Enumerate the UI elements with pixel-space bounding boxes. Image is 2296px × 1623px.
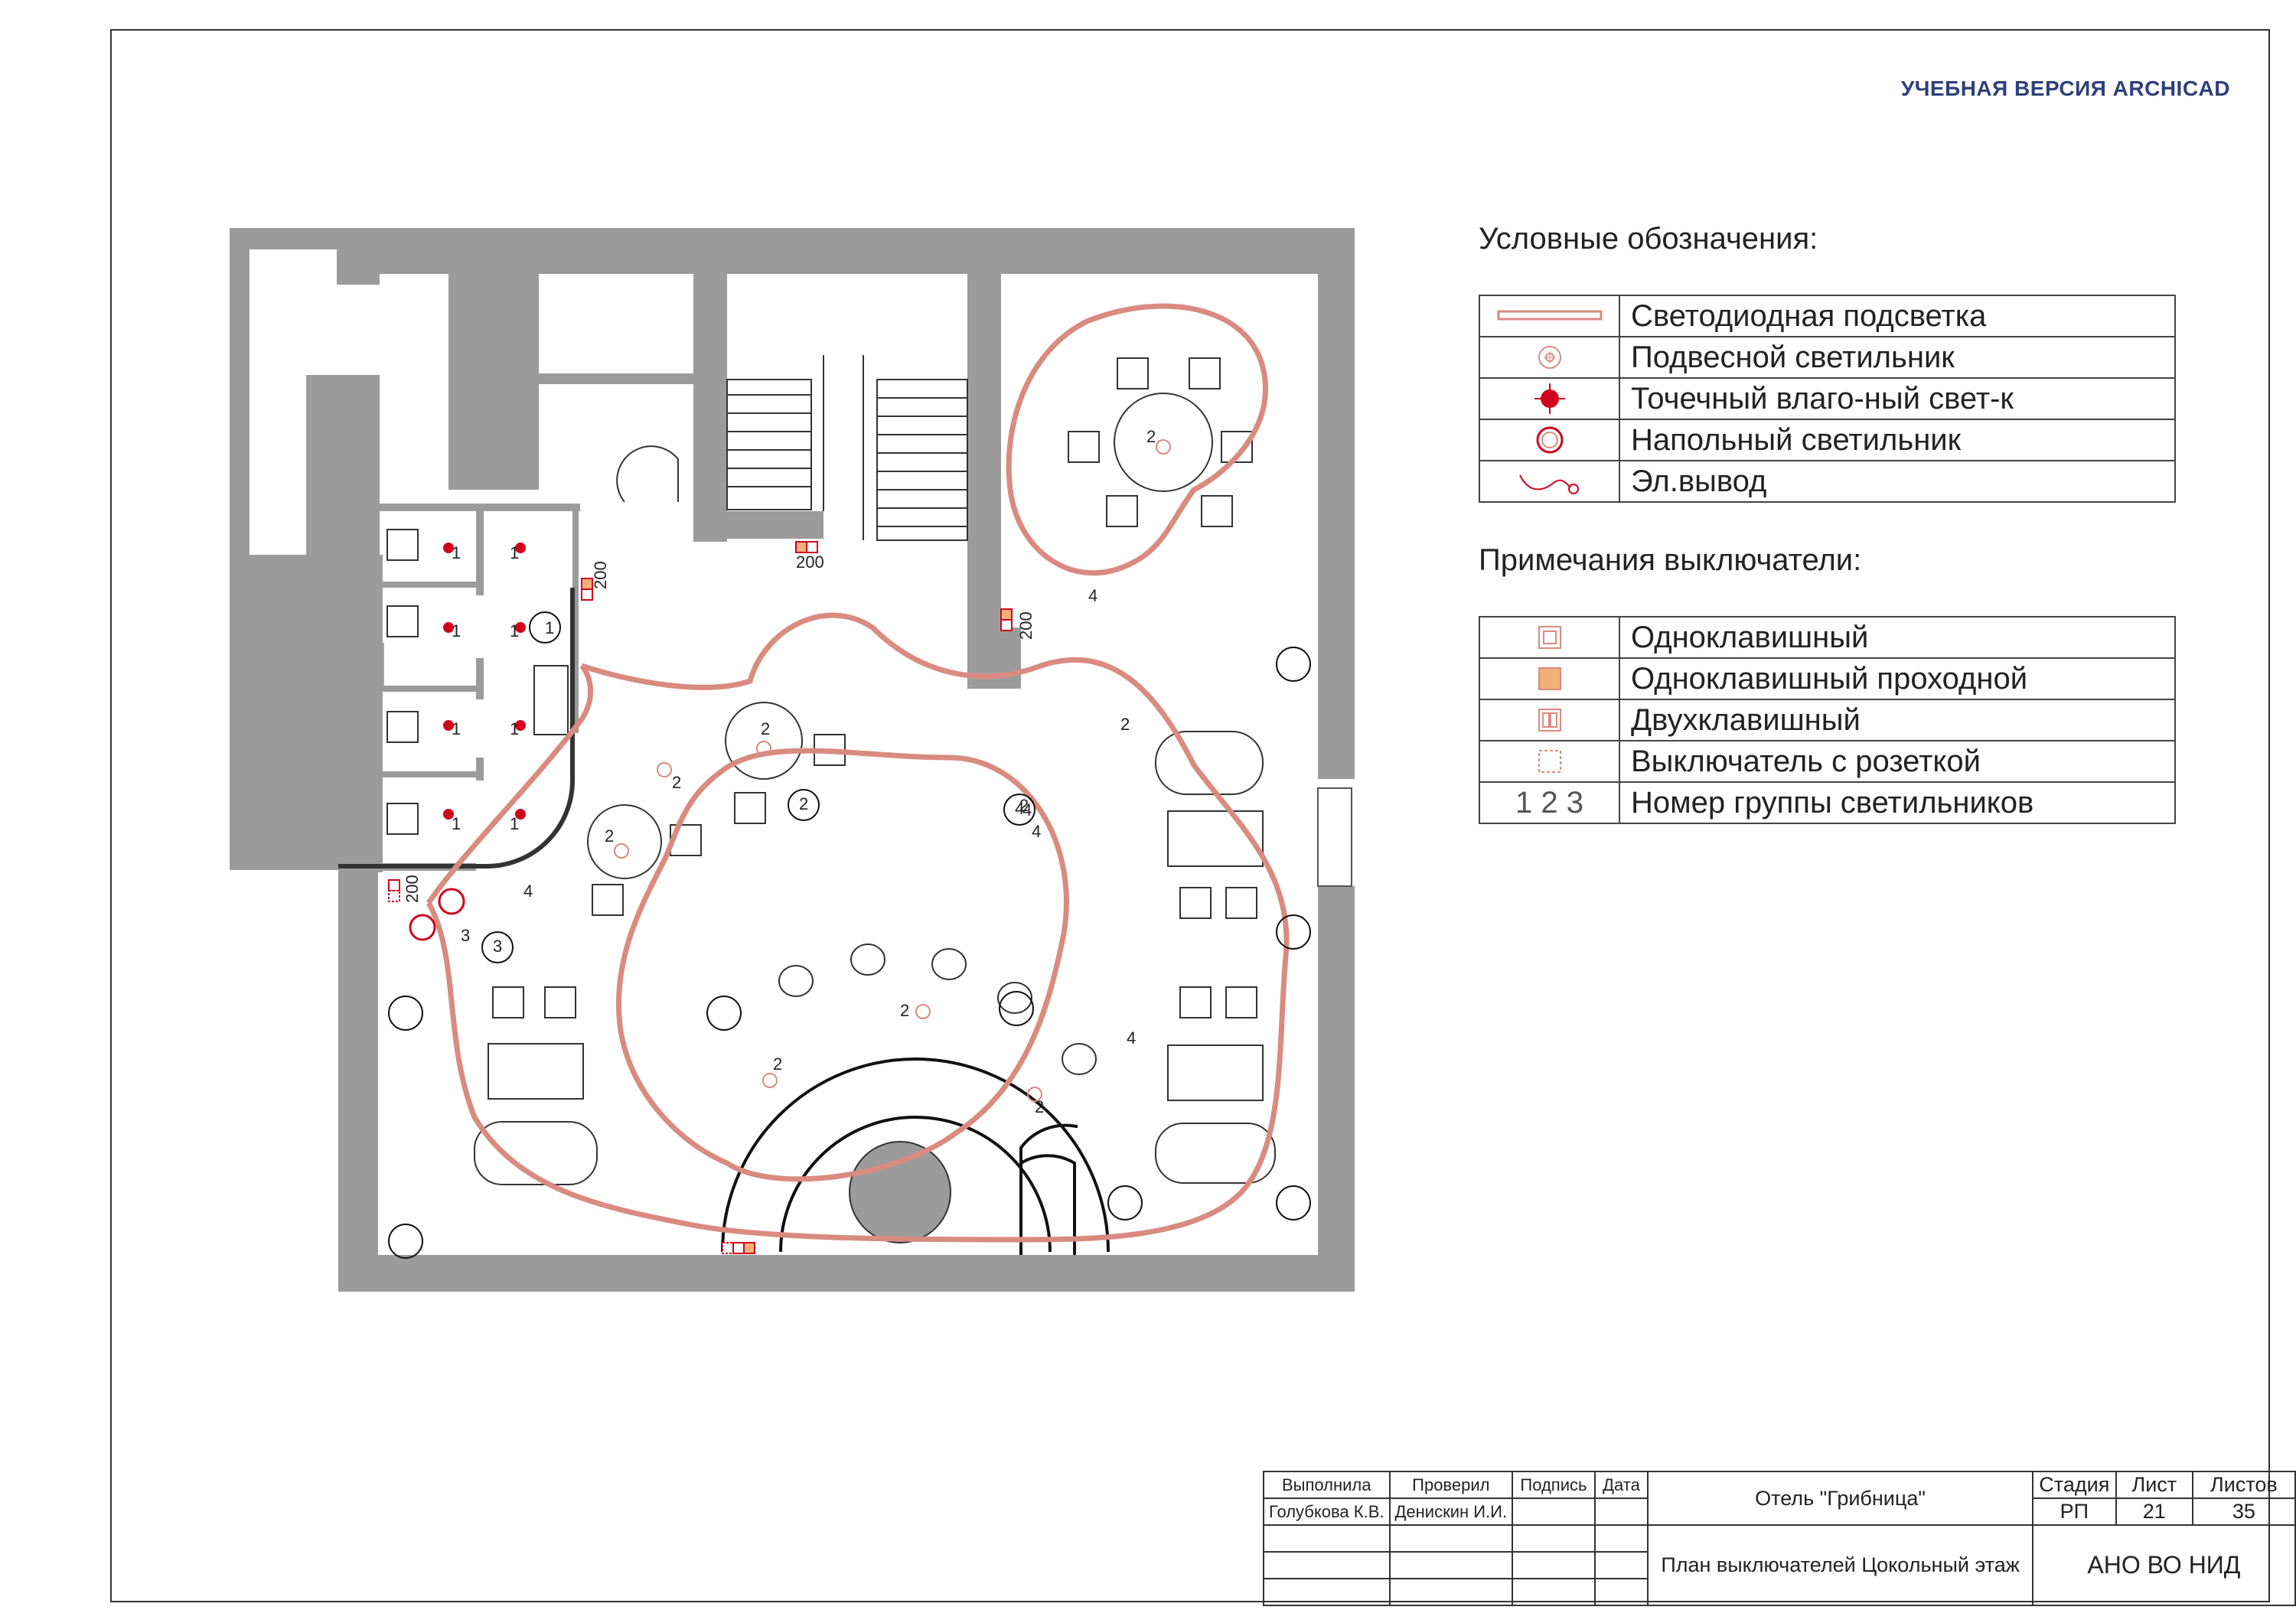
- svg-text:2: 2: [1146, 427, 1156, 446]
- legend-row: Эл.вывод: [1479, 460, 2176, 503]
- svg-text:4: 4: [1088, 586, 1097, 605]
- svg-text:2: 2: [672, 773, 681, 792]
- legend-row: Подвесной светильник: [1479, 336, 2176, 379]
- furniture: [386, 357, 1276, 1185]
- switches-on-plan: [388, 541, 1013, 1254]
- svg-text:3: 3: [461, 926, 470, 945]
- svg-text:2: 2: [773, 1054, 782, 1074]
- svg-text:200: 200: [1016, 611, 1035, 640]
- pendant-lamp-icon: [1538, 346, 1561, 369]
- group-number-icon: 1 2 3: [1479, 781, 1620, 824]
- legend-row: Одноклавишный: [1479, 616, 2176, 659]
- mount-heights: 200 200 200 200: [403, 552, 1035, 903]
- legend-row: Одноклавишный проходной: [1479, 657, 2176, 700]
- svg-text:2: 2: [900, 1001, 909, 1020]
- organization: АНО ВО НИД: [2031, 1524, 2296, 1606]
- legend-row: Выключатель с розеткой: [1479, 740, 2176, 783]
- svg-text:2: 2: [605, 826, 614, 846]
- svg-text:2: 2: [799, 794, 808, 813]
- title-block: Выполнила Проверил Подпись Дата Отель "Г…: [1263, 1471, 2296, 1606]
- legend-row: Точечный влаго-ный свет-к: [1479, 377, 2176, 420]
- legend-row: 1 2 3 Номер группы светильников: [1479, 781, 2176, 824]
- svg-text:3: 3: [493, 937, 502, 956]
- svg-text:2: 2: [1120, 715, 1130, 734]
- svg-text:1: 1: [452, 621, 461, 640]
- pass-switch-icon: [1538, 667, 1561, 690]
- svg-text:2: 2: [1019, 796, 1029, 815]
- svg-text:200: 200: [591, 561, 610, 589]
- electric-outlet-icon: [1518, 474, 1579, 494]
- svg-text:2: 2: [1035, 1097, 1044, 1116]
- led-strips: [426, 303, 1290, 1243]
- legend-row: Светодиодная подсветка: [1479, 295, 2176, 337]
- switch-socket-icon: [1538, 750, 1561, 773]
- wet-spot-lights: [443, 543, 526, 820]
- sheet-frame: [110, 29, 2270, 1602]
- ceiling-lights: [388, 647, 1311, 1259]
- sheet-title: План выключателей Цокольный этаж: [1647, 1524, 2033, 1606]
- svg-text:1: 1: [510, 621, 519, 640]
- floor-lamp-icon: [1536, 426, 1563, 454]
- double-switch-icon: [1538, 709, 1561, 732]
- single-switch-icon: [1538, 626, 1561, 649]
- svg-text:1: 1: [510, 814, 519, 833]
- svg-text:200: 200: [796, 552, 824, 572]
- svg-text:1: 1: [510, 719, 519, 738]
- spot-light-icon: [1534, 383, 1565, 414]
- svg-text:4: 4: [1015, 799, 1024, 818]
- svg-text:1: 1: [452, 543, 461, 562]
- group-numbers: 1 1 1 1 1 1 1 1 1 2 2 2 2 2 2 2 2 2 2 3 …: [452, 427, 1156, 1116]
- svg-text:200: 200: [403, 875, 422, 903]
- led-strip-icon: [1497, 310, 1602, 321]
- floor-lamps: [409, 888, 465, 941]
- switches-title: Примечания выключатели:: [1479, 543, 1862, 577]
- legend-title: Условные обозначения:: [1479, 222, 1818, 256]
- svg-text:1: 1: [510, 543, 519, 562]
- watermark: УЧЕБНАЯ ВЕРСИЯ ARCHICAD: [1900, 77, 2230, 100]
- legend-table: Светодиодная подсветка Подвесной светиль…: [1479, 295, 2176, 503]
- pendant-lamps: [614, 439, 1171, 1102]
- legend-row: Напольный светильник: [1479, 419, 2176, 461]
- svg-text:4: 4: [1127, 1028, 1136, 1048]
- switches-table: Одноклавишный Одноклавишный проходной Дв…: [1479, 616, 2176, 824]
- svg-text:4: 4: [1022, 800, 1032, 820]
- svg-text:2: 2: [761, 719, 770, 738]
- stairs: [726, 355, 968, 541]
- svg-text:1: 1: [452, 814, 461, 833]
- svg-text:4: 4: [523, 882, 533, 901]
- svg-text:1: 1: [545, 618, 554, 637]
- legend-row: Двухклавишный: [1479, 699, 2176, 741]
- svg-text:1: 1: [452, 719, 461, 738]
- svg-text:4: 4: [1032, 822, 1041, 841]
- project-name: Отель "Грибница": [1647, 1471, 2033, 1526]
